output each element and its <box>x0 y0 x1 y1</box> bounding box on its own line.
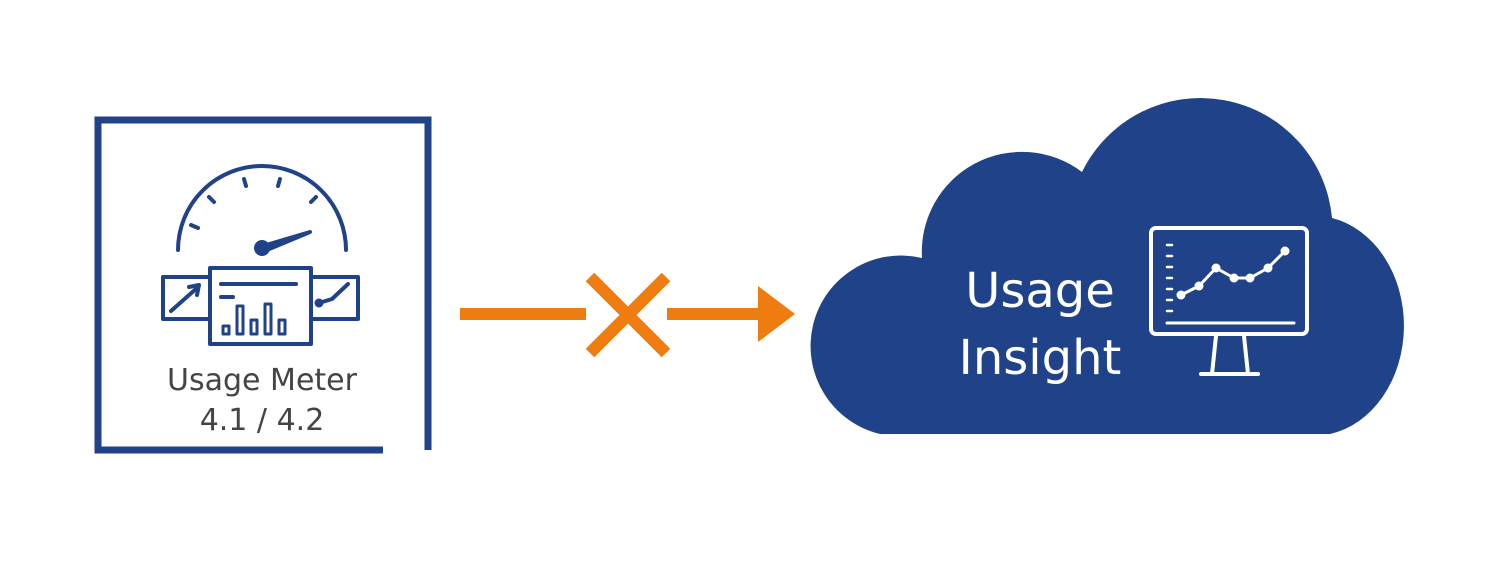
cloud-icon <box>810 98 1404 434</box>
blocked-arrow-icon <box>460 272 795 358</box>
gauge-dashboard-icon <box>161 164 360 346</box>
arrow-head <box>758 286 795 342</box>
usage-meter-version: 4.1 / 4.2 <box>200 403 325 438</box>
usage-meter-frame <box>94 116 432 454</box>
line-chart-monitor-icon <box>1149 226 1309 376</box>
usage-insight-block: Usage Insight <box>810 98 1404 434</box>
blocked-x-icon <box>585 272 671 358</box>
usage-meter-name: Usage Meter <box>167 363 358 398</box>
usage-insight-title-line1: Usage <box>965 263 1115 319</box>
usage-meter-block: Usage Meter 4.1 / 4.2 <box>94 116 432 454</box>
usage-insight-title-line2: Insight <box>959 330 1122 386</box>
